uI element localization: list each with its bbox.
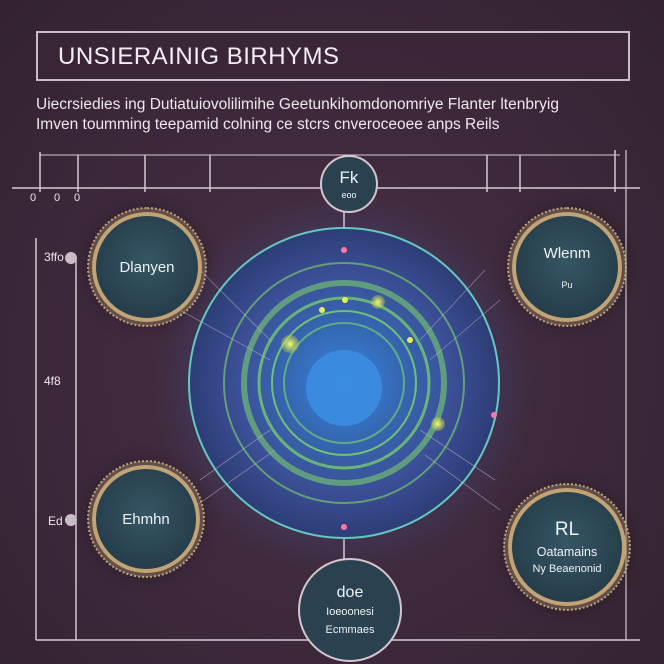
dial-bottom-right-line-2: Oatamains [536,545,598,559]
dial-top-right-label: Wlenm [543,244,591,262]
connectors [179,269,501,511]
bottom-node-line-3: Ecmmaes [325,624,375,636]
dial-bottom-left-label: Ehmhn [122,510,170,528]
axis-tick-label: 0 [30,192,37,204]
bottom-node: doe Ioeoonesi Ecmmaes [298,558,402,662]
top-node-caption: eoo [341,190,357,200]
left-axis-label-bot: Ed [48,514,63,528]
dial-top-right: Wlenm Pu [507,207,627,327]
axis-node [65,514,77,526]
axis-tick-label: 0 [54,192,61,204]
axis-node [65,252,77,264]
core-center [306,350,382,426]
dial-top-left: Dlanyen [87,207,207,327]
top-node: Fk eoo [320,155,378,213]
subtitle-line-2: Imven toumming teepamid colning ce stcrs… [36,116,500,133]
marker [491,412,497,418]
top-node-symbol: Fk [339,168,359,187]
dial-bottom-left: Ehmhn [87,460,205,578]
dial-top-left-label: Dlanyen [119,258,175,276]
dial-bottom-right: RL Oatamains Ny Beaenonid [503,483,631,611]
page-title: UNSIERAINIG BIRHYMS [58,43,340,70]
axis-tick-label: 0 [74,192,81,204]
left-axis-label-mid: 4f8 [44,374,61,388]
subtitle-line-1: Uiecrsiedies ing Dutiatuiovolilimihe Gee… [36,96,559,113]
core-rings [223,262,465,504]
title-box: UNSIERAINIG BIRHYMS [36,31,630,81]
dial-bottom-right-line-3: Ny Beaenonid [532,563,602,575]
marker [341,247,347,253]
left-axis-label-top: 3ffo [44,250,64,264]
marker [341,524,347,530]
dial-bottom-right-line-1: RL [554,519,580,540]
bottom-node-line-1: doe [336,584,364,601]
dial-top-right-sub: Pu [561,279,573,290]
bottom-node-line-2: Ioeoonesi [326,606,374,618]
orbs [281,295,445,431]
